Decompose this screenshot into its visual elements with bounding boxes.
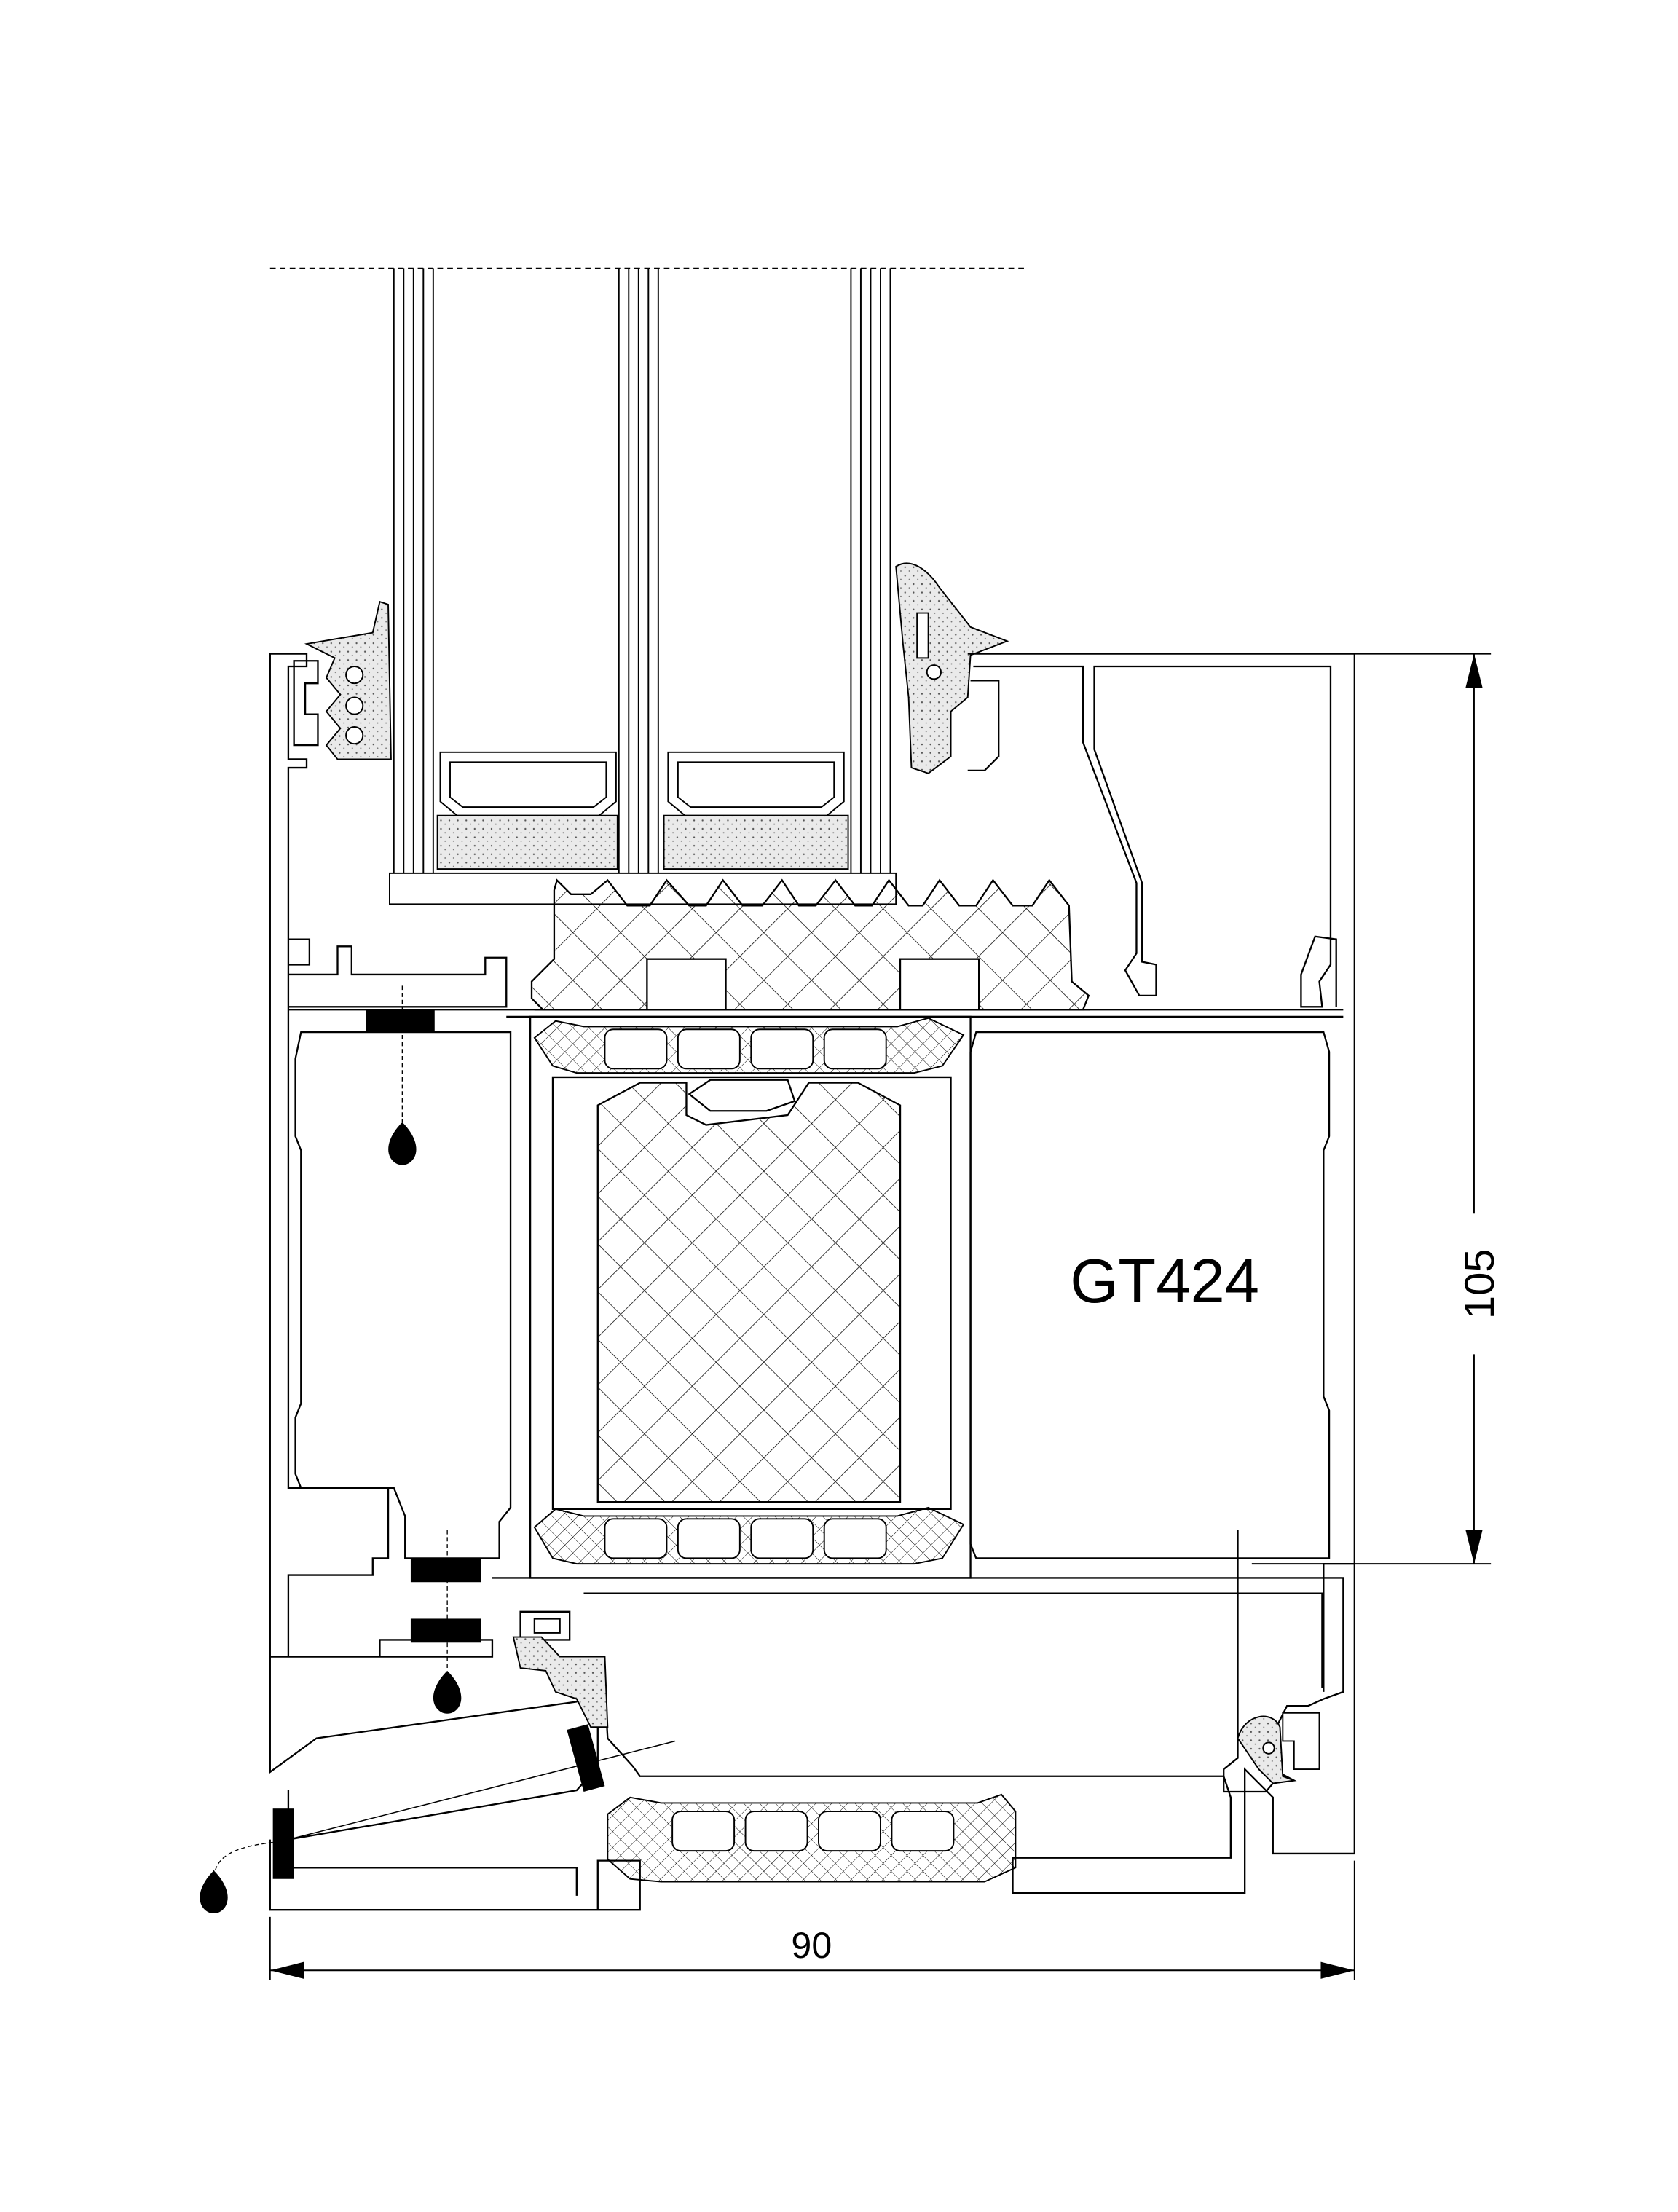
gasket-lower	[410, 1618, 481, 1643]
width-dimension	[269, 1860, 1355, 1980]
thermal-break-middle	[533, 1506, 965, 1565]
sash-left-chamber	[294, 1031, 512, 1559]
gasket-middle	[410, 1558, 481, 1583]
water-drop-icon	[433, 1670, 462, 1714]
glazing-gaskets	[304, 562, 1009, 774]
width-dimension-label: 90	[791, 1925, 832, 1966]
thermal-break-upper	[533, 1017, 965, 1074]
right-chamber	[969, 1031, 1331, 1559]
profile-label: GT424	[1070, 1247, 1259, 1316]
sash-seal	[512, 1636, 609, 1728]
gasket-top-left	[366, 1009, 435, 1031]
thermal-breaks	[533, 1017, 1017, 1883]
secondary-sealant	[436, 814, 618, 870]
drainage-drops	[200, 985, 462, 1914]
height-dimension-label: 105	[1457, 1248, 1503, 1319]
frame-top-right	[967, 653, 1355, 1692]
glazing-foam-insert	[530, 878, 1090, 1011]
water-drop-icon	[388, 1122, 417, 1165]
gasket-sill-right	[567, 1724, 605, 1792]
weather-seals	[512, 1636, 1320, 1784]
black-gaskets	[272, 1009, 605, 1879]
outer-glazing-gasket	[895, 562, 1009, 774]
insulation-core	[596, 1079, 902, 1503]
water-drop-icon	[200, 1870, 228, 1914]
gasket-sill-left	[272, 1808, 294, 1879]
height-dimension	[1251, 653, 1492, 1565]
glazing-unit	[269, 267, 1027, 905]
base-sill-outline	[269, 1564, 1355, 1894]
